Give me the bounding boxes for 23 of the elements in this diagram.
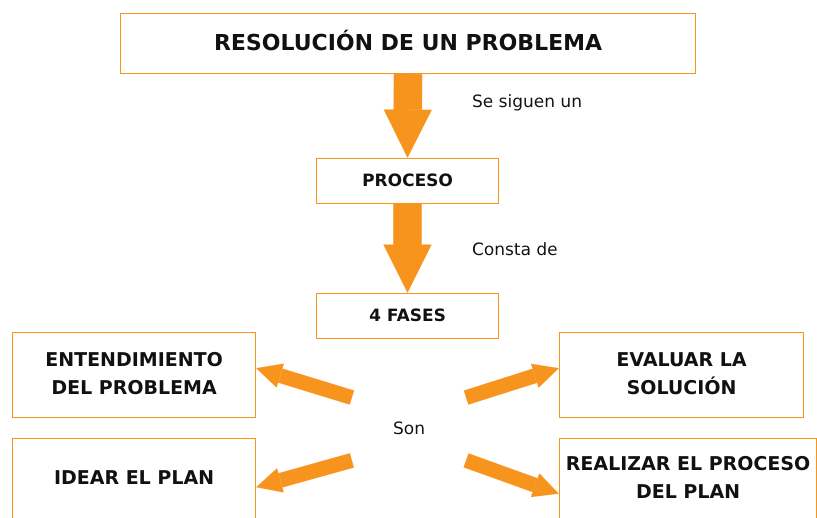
process-box [559,438,817,518]
block-arrow [383,204,432,293]
box-label: RESOLUCIÓN DE UN PROBLEMA [212,28,604,58]
process-box [316,158,499,204]
block-arrow [256,453,354,493]
process-box [120,13,696,74]
edge-label: Consta de [472,240,558,260]
box-label: ENTENDIMIENTO DEL PROBLEMA [44,348,224,401]
box-label: 4 FASES [368,304,447,328]
box-label: IDEAR EL PLAN [52,466,216,492]
box-label: PROCESO [361,170,454,193]
process-box [12,332,256,418]
block-arrow [463,453,559,498]
edge-label: Se siguen un [472,92,582,112]
box-label: REALIZAR EL PROCESO DEL PLAN [564,452,812,505]
block-arrow [464,364,559,405]
box-label: EVALUAR LA SOLUCIÓN [615,348,748,401]
process-box [559,332,804,418]
connector-text: Son [392,418,426,441]
block-arrow [256,363,354,405]
process-box [316,293,499,339]
block-arrow [384,74,432,158]
process-box [12,438,256,518]
